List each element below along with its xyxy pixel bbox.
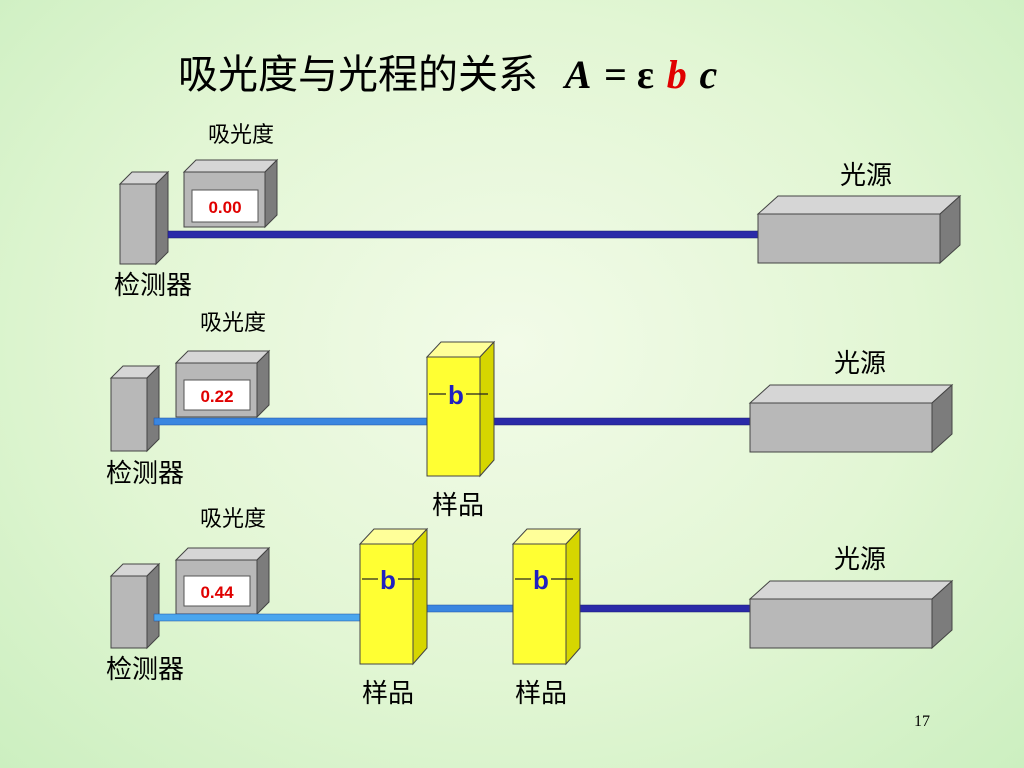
light-beam-attenuated <box>417 604 515 613</box>
absorbance-reading: 0.44 <box>200 583 234 602</box>
absorbance-meter: 0.00 <box>182 158 279 229</box>
light-beam <box>571 604 751 613</box>
title-text: 吸光度与光程的关系 <box>178 52 538 98</box>
absorbance-meter: 0.22 <box>174 349 271 419</box>
light-source-box <box>748 383 954 454</box>
light-beam <box>487 417 751 426</box>
page-number: 17 <box>914 713 930 730</box>
light-beam-attenuated <box>153 417 429 426</box>
path-length-b: b <box>533 565 549 595</box>
absorbance-meter: 0.44 <box>174 546 271 616</box>
sample-label: 样品 <box>432 491 484 521</box>
slide-title: 吸光度与光程的关系 A = ε b c <box>178 52 717 98</box>
sample-label: 样品 <box>362 679 414 709</box>
detector-box <box>109 364 161 453</box>
absorbance-label: 吸光度 <box>200 311 266 336</box>
detector-label: 检测器 <box>106 655 184 685</box>
detector-label: 检测器 <box>106 459 184 489</box>
light-beam <box>167 230 759 239</box>
light-source-label: 光源 <box>840 161 892 191</box>
formula-epsilon: ε <box>637 52 654 97</box>
absorbance-reading: 0.22 <box>200 387 233 406</box>
formula-c: c <box>699 52 717 97</box>
formula-A: A <box>562 52 592 97</box>
absorbance-label: 吸光度 <box>200 507 266 532</box>
sample-cuvette: b <box>425 340 496 478</box>
absorbance-label: 吸光度 <box>208 123 274 148</box>
path-length-b: b <box>448 380 464 410</box>
sample-cuvette: b <box>358 527 429 666</box>
formula-equals: = <box>604 52 637 97</box>
sample-label: 样品 <box>515 679 567 709</box>
light-source-label: 光源 <box>834 349 886 379</box>
path-length-b: b <box>380 565 396 595</box>
light-source-box <box>756 194 962 265</box>
light-source-label: 光源 <box>834 545 886 575</box>
absorbance-reading: 0.00 <box>208 198 241 217</box>
detector-label: 检测器 <box>114 271 192 301</box>
light-beam-attenuated-twice <box>153 613 361 622</box>
row-2: 吸光度 0.22 检测器 b 样品 <box>106 311 954 521</box>
detector-box <box>109 562 161 650</box>
row-3: 吸光度 0.44 检测器 b 样品 <box>106 507 954 709</box>
formula-b: b <box>667 52 687 97</box>
row-1: 吸光度 0.00 检测器 光源 <box>114 123 962 301</box>
detector-box <box>118 170 170 266</box>
sample-cuvette: b <box>511 527 582 666</box>
light-source-box <box>748 579 954 650</box>
